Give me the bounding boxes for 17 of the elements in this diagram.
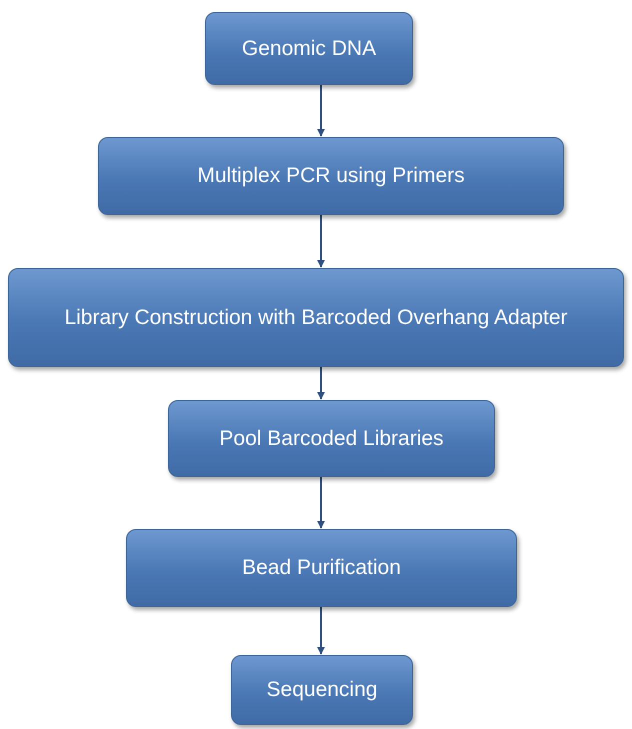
arrow xyxy=(317,607,325,655)
arrow xyxy=(317,367,325,400)
process-box xyxy=(126,529,517,607)
arrow xyxy=(317,215,325,268)
process-box xyxy=(168,400,495,477)
process-box xyxy=(8,268,624,367)
process-box xyxy=(231,655,413,725)
process-box xyxy=(98,137,564,215)
step-label: Sequencing xyxy=(266,677,378,704)
step-label: Bead Purification xyxy=(242,555,401,582)
process-box xyxy=(205,12,413,85)
arrow xyxy=(317,85,325,137)
step-label: Genomic DNA xyxy=(242,36,376,62)
step-label: Library Construction with Barcoded Overhang Adapter xyxy=(64,304,568,331)
step-label: Multiplex PCR using Primers xyxy=(197,163,465,190)
arrow xyxy=(317,477,325,529)
step-label: Pool Barcoded Libraries xyxy=(219,426,444,452)
